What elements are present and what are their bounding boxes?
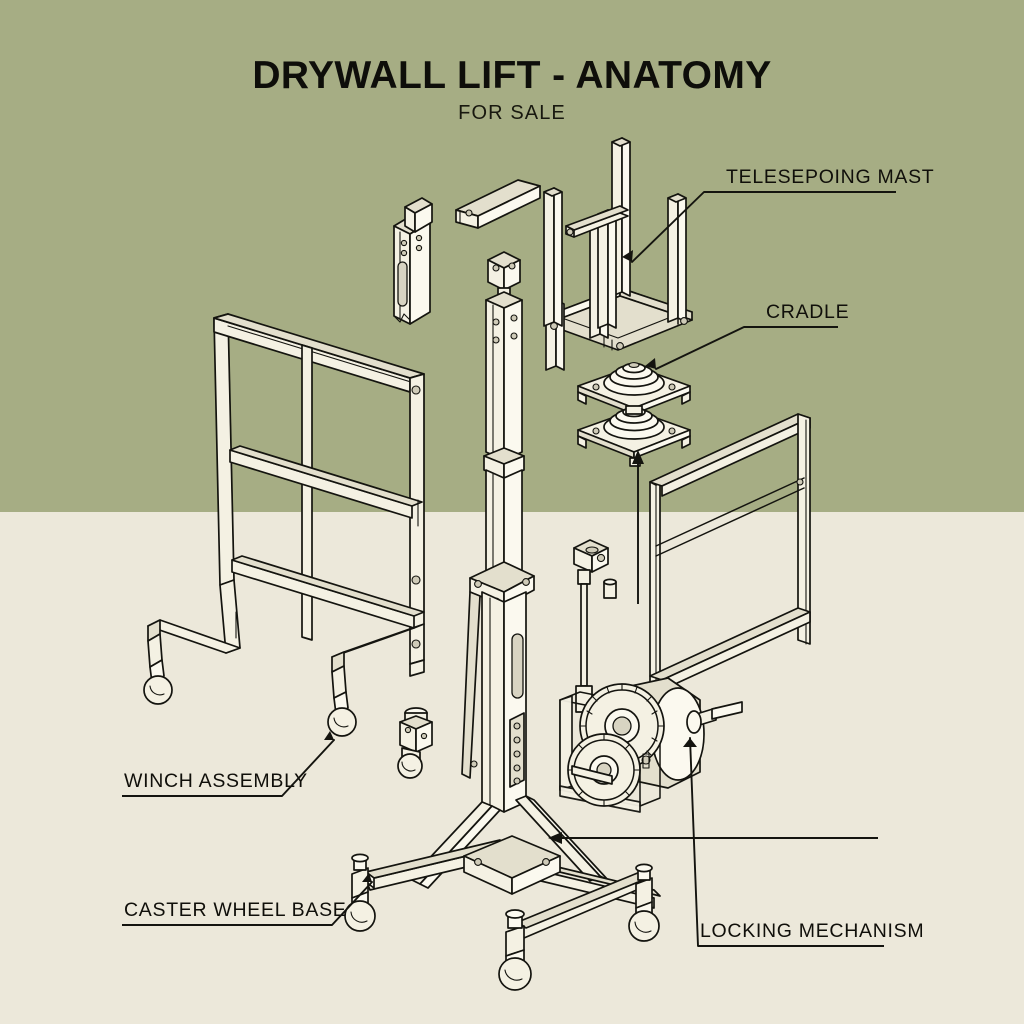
callout-label: CASTER WHEEL BASE xyxy=(124,899,346,921)
component-crank-handle xyxy=(573,539,609,713)
component-winch-housing xyxy=(559,677,743,813)
component-cradle-rack xyxy=(543,137,693,371)
callout-label: CRADLE xyxy=(766,301,849,323)
callout-telescoping-mast: TELESEPOING MAST xyxy=(622,166,934,263)
callout-label: WINCH ASSEMBLY xyxy=(124,770,308,792)
component-side-frame-panel xyxy=(649,413,811,691)
callout-label: LOCKING MECHANISM xyxy=(700,920,924,942)
caster-wheel xyxy=(498,909,532,991)
component-tripod-base xyxy=(344,835,661,991)
caster-wheel xyxy=(628,863,660,942)
component-flat-bar xyxy=(455,179,541,229)
callout-caster-wheel-base: CASTER WHEEL BASE xyxy=(122,873,373,926)
component-mast-section-slotted xyxy=(393,197,433,325)
callout-cradle-up-pointer xyxy=(632,450,644,604)
component-locking-pin xyxy=(603,578,617,599)
callout-winch-assembly: WINCH ASSEMBLY xyxy=(122,731,335,797)
callout-mast-base-pointer xyxy=(548,832,878,844)
callout-cradle: CRADLE xyxy=(645,301,849,370)
component-cradle-plates xyxy=(577,362,691,467)
page-title: DRYWALL LIFT - ANATOMY xyxy=(252,54,771,97)
callout-locking-mechanism: LOCKING MECHANISM xyxy=(683,737,924,947)
page-subtitle: FOR SALE xyxy=(458,102,566,124)
caster-wheel xyxy=(143,633,173,705)
callout-label: TELESEPOING MAST xyxy=(726,166,934,188)
component-caster-loose xyxy=(397,707,433,779)
caster-wheel xyxy=(327,665,357,737)
component-rolling-frame-large xyxy=(143,313,425,737)
